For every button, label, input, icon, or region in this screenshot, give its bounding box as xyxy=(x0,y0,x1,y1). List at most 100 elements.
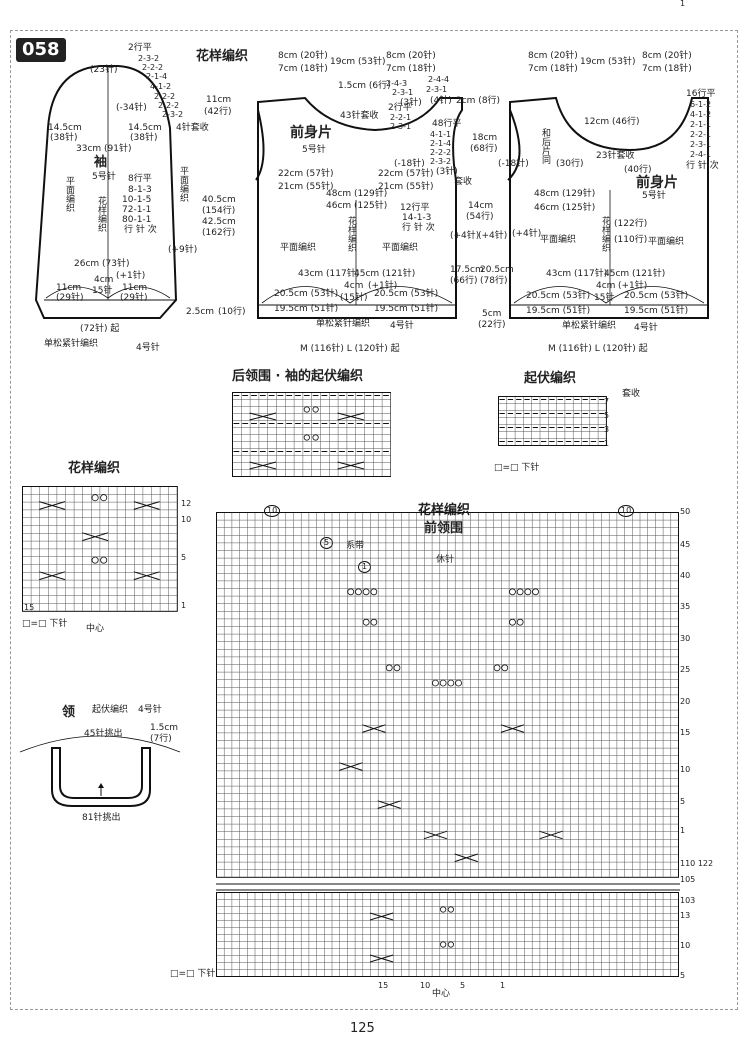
collar-picked-top: 45针挑出 xyxy=(84,729,123,739)
sleeve-name: 袖 xyxy=(94,155,108,170)
front1-neck-dec: 2-3-1 xyxy=(426,85,448,94)
front2-shoulder-l-r: 7cm (18针) xyxy=(642,64,692,74)
front1-rib-rows: (22行) xyxy=(478,320,506,330)
sleeve-cap-left-dec: (-34针) xyxy=(116,103,147,113)
sleeve-cuff-left-st: (29针) xyxy=(56,293,84,303)
front2-side-inc-total: (+4针) xyxy=(512,229,542,239)
sleeve-top-width: (23针) xyxy=(90,65,118,75)
sleeve-cuff-center: 4cm xyxy=(94,275,114,285)
sleeve-needle: 5号针 xyxy=(92,172,116,182)
front1-armhole: 2-3-2 xyxy=(430,157,452,166)
sleeve-cuff-left: 11cm xyxy=(56,283,82,293)
front1-armhole: 2-1-4 xyxy=(430,139,452,148)
front1-shoulder-m-r: 8cm (20针) xyxy=(386,51,436,61)
front1-hem-right-l: 19.5cm (51针) xyxy=(374,304,439,314)
yarn-over-symbol xyxy=(303,434,310,441)
chart-pattern-title: 花样编织 xyxy=(68,461,121,476)
front2-shoulder-l: 7cm (18针) xyxy=(528,64,578,74)
front-row-label: 15 xyxy=(680,728,691,737)
pattern-row-label: 1 xyxy=(181,601,187,610)
pattern-col-label: 15 xyxy=(24,603,35,612)
sleeve-cap-decrease: 2-3-2 xyxy=(138,54,160,63)
front1-bottom-width: 43cm (117针) xyxy=(298,269,360,279)
front2-title: 前身片 xyxy=(636,175,678,191)
front2-center-label: 花样编织 xyxy=(600,216,610,252)
sleeve-cuff-right-st: (29针) xyxy=(120,293,148,303)
sleeve-underarm-left: 14.5cm xyxy=(48,123,82,133)
yarn-over-symbol xyxy=(440,906,447,913)
sleeve-right-label: 平面编织 xyxy=(178,166,188,202)
yarn-over-symbol xyxy=(447,941,454,948)
front1-armhole-dec: (-18针) xyxy=(394,159,425,169)
sleeve-underarm-right: 14.5cm xyxy=(128,123,162,133)
front1-rib-label: 单松紧针编织 xyxy=(316,319,371,329)
front2-back-rows: (30行) xyxy=(556,159,584,169)
yarn-over-symbol xyxy=(524,588,532,596)
cable-cross-symbol xyxy=(423,830,448,840)
sleeve-left-label: 平面编织 xyxy=(64,176,74,212)
yarn-over-symbol xyxy=(347,588,355,596)
front2-hem-left-l: 19.5cm (51针) xyxy=(526,306,591,316)
sleeve-underarm-right-st: (38针) xyxy=(130,133,158,143)
front-row-label: 20 xyxy=(680,697,691,706)
sleeve-inc-header: 行 针 次 xyxy=(124,225,157,235)
front2-neck-row: 2-2-1 xyxy=(690,130,712,139)
front1-hem-center-st: (15针) xyxy=(340,293,368,303)
sleeve-outline xyxy=(34,65,178,319)
front1-bottom-width-r: 45cm (121针) xyxy=(354,269,416,279)
front-row-label: 5 xyxy=(680,971,686,980)
sleeve-cap-decrease: 2-2-2 xyxy=(154,92,176,101)
front-piece-1-hem-arc xyxy=(261,286,453,304)
front2-cast-on: M (116针) L (120针) 起 xyxy=(548,344,648,354)
sleeve-cap-decrease: 4-1-2 xyxy=(150,82,172,91)
yarn-over-symbol xyxy=(91,556,99,564)
front1-lower-rows-m: (66行) xyxy=(450,276,478,286)
pattern-row-label: 12 xyxy=(181,499,192,508)
collar-picked-bottom: 81针挑出 xyxy=(82,813,121,823)
cable-cross-symbol xyxy=(454,853,478,863)
yarn-over-symbol xyxy=(312,406,319,413)
front1-right-label: 平面编织 xyxy=(382,243,419,253)
yarn-over-symbol xyxy=(100,556,108,564)
yarn-over-symbol xyxy=(501,664,509,672)
front1-shoulder-m: 8cm (20针) xyxy=(278,51,328,61)
yarn-over-symbol xyxy=(100,494,108,502)
yarn-over-symbol xyxy=(385,664,393,672)
chart-front-legend: □=□ 下针 xyxy=(170,969,216,979)
front1-lower-rows-l: (78行) xyxy=(480,276,508,286)
yarn-over-symbol xyxy=(362,618,370,626)
cable-cross-symbol xyxy=(39,501,66,510)
sleeve-chart-title: 花样编织 xyxy=(196,49,249,64)
front2-neck-width: 19cm (53针) xyxy=(580,57,636,67)
yarn-over-symbol xyxy=(439,679,447,687)
cable-cross-symbol xyxy=(39,571,66,581)
sleeve-cuff-center-st: 15针 xyxy=(92,286,113,296)
front1-neck-side: 2-3-1 xyxy=(390,122,412,131)
front-row-label: 35 xyxy=(680,602,691,611)
sleeve-cuff-right: 11cm xyxy=(122,283,148,293)
front1-side-inc-header: 行 针 次 xyxy=(402,223,435,233)
collar-height-rows: (7行) xyxy=(150,734,172,744)
front1-armhole-h: 18cm xyxy=(472,133,498,143)
front1-side-h: 14cm xyxy=(468,201,494,211)
collar-needle: 4号针 xyxy=(138,705,162,715)
front1-chest-l-r: 21cm (55针) xyxy=(378,182,434,192)
sleeve-cap-height: 11cm xyxy=(206,95,232,105)
front1-neck-side: 2-2-1 xyxy=(390,113,412,122)
front2-bottom-width-r: 45cm (121针) xyxy=(604,269,666,279)
front1-needle: 5号针 xyxy=(302,145,326,155)
sleeve-cap-decrease: 2-1-4 xyxy=(146,72,168,81)
front1-cm8: 2cm (8行) xyxy=(456,96,501,106)
front1-center-label: 花样编织 xyxy=(346,216,356,252)
sleeve-inc-row: 72-1-1 xyxy=(122,205,152,215)
collar-technique: 起伏编织 xyxy=(92,705,129,715)
front-piece-2-armhole xyxy=(507,109,521,181)
cable-cross-symbol xyxy=(362,724,386,733)
front1-hem-left-l: 19.5cm (51针) xyxy=(274,304,339,314)
chart-back-neck-title: 后领围 · 袖的起伏编织 xyxy=(232,369,363,384)
cable-cross-symbol xyxy=(249,412,277,421)
yarn-over-symbol xyxy=(362,588,370,596)
front2-neck-row: 2-1-1 xyxy=(690,120,712,129)
cable-cross-symbol xyxy=(369,954,394,963)
yarn-over-symbol xyxy=(447,906,454,913)
